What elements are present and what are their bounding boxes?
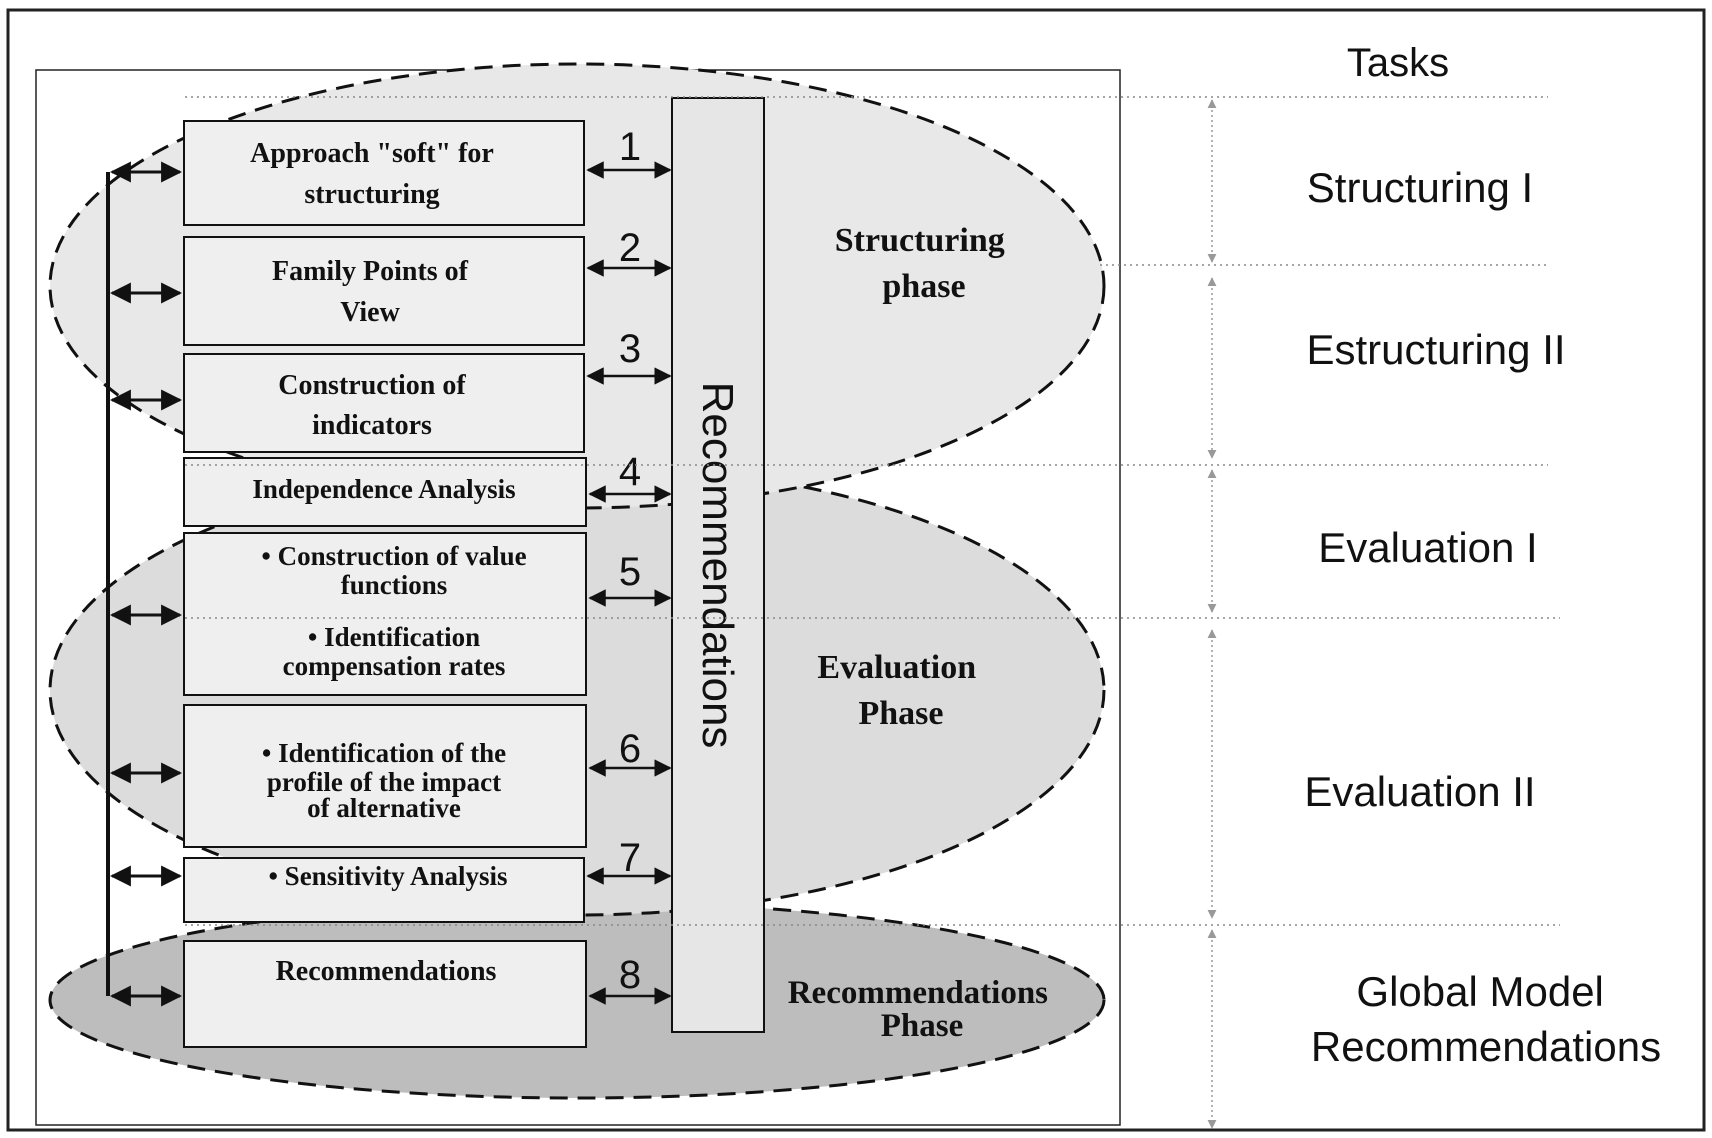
step-label: Recommendations — [276, 956, 497, 987]
step-number: 3 — [619, 327, 641, 371]
step-box — [183, 704, 587, 848]
task-labels: Structuring I Estructuring II Evaluation… — [1304, 164, 1661, 1070]
step-number: 6 — [619, 727, 641, 771]
step-number: 2 — [619, 226, 641, 270]
outer-frame — [6, 8, 1706, 1132]
task-label-global-model: Global Model Recommendations — [1311, 968, 1661, 1070]
phase-label-recommendations: Recommendations Phase — [788, 975, 1057, 1044]
phase-label-structuring: Structuring phase — [835, 222, 1014, 305]
step-box — [183, 457, 587, 527]
task-label-structuring-1: Structuring I — [1307, 164, 1533, 211]
step-number: 7 — [619, 836, 641, 880]
step-4: Independence Analysis 4 — [183, 450, 672, 527]
step-box — [183, 857, 585, 923]
step-number: 5 — [619, 550, 641, 594]
step-number: 8 — [619, 953, 641, 997]
tasks-header: Tasks — [1347, 41, 1449, 85]
step-label: • Sensitivity Analysis — [268, 861, 507, 891]
step-number: 4 — [619, 450, 641, 494]
phase-label-evaluation: Evaluation Phase — [817, 649, 984, 732]
task-label-evaluation-2: Evaluation II — [1304, 768, 1535, 815]
recommendations-bar — [671, 97, 765, 1033]
step-box — [183, 120, 585, 226]
task-label-evaluation-1: Evaluation I — [1318, 524, 1537, 571]
step-box — [183, 940, 587, 1048]
recommendations-bar-label: Recommendations — [693, 382, 742, 749]
step-number: 1 — [619, 125, 641, 169]
task-label-estructuring-2: Estructuring II — [1306, 326, 1565, 373]
step-box — [183, 353, 585, 453]
step-label: Independence Analysis — [252, 474, 515, 504]
step-8: Recommendations 8 — [109, 940, 672, 1048]
step-box — [183, 236, 585, 346]
phase-labels: Structuring phase Evaluation Phase Recom… — [788, 222, 1057, 1044]
step-7: • Sensitivity Analysis 7 — [109, 836, 672, 923]
step-box — [183, 532, 587, 696]
task-separators — [185, 96, 1560, 926]
